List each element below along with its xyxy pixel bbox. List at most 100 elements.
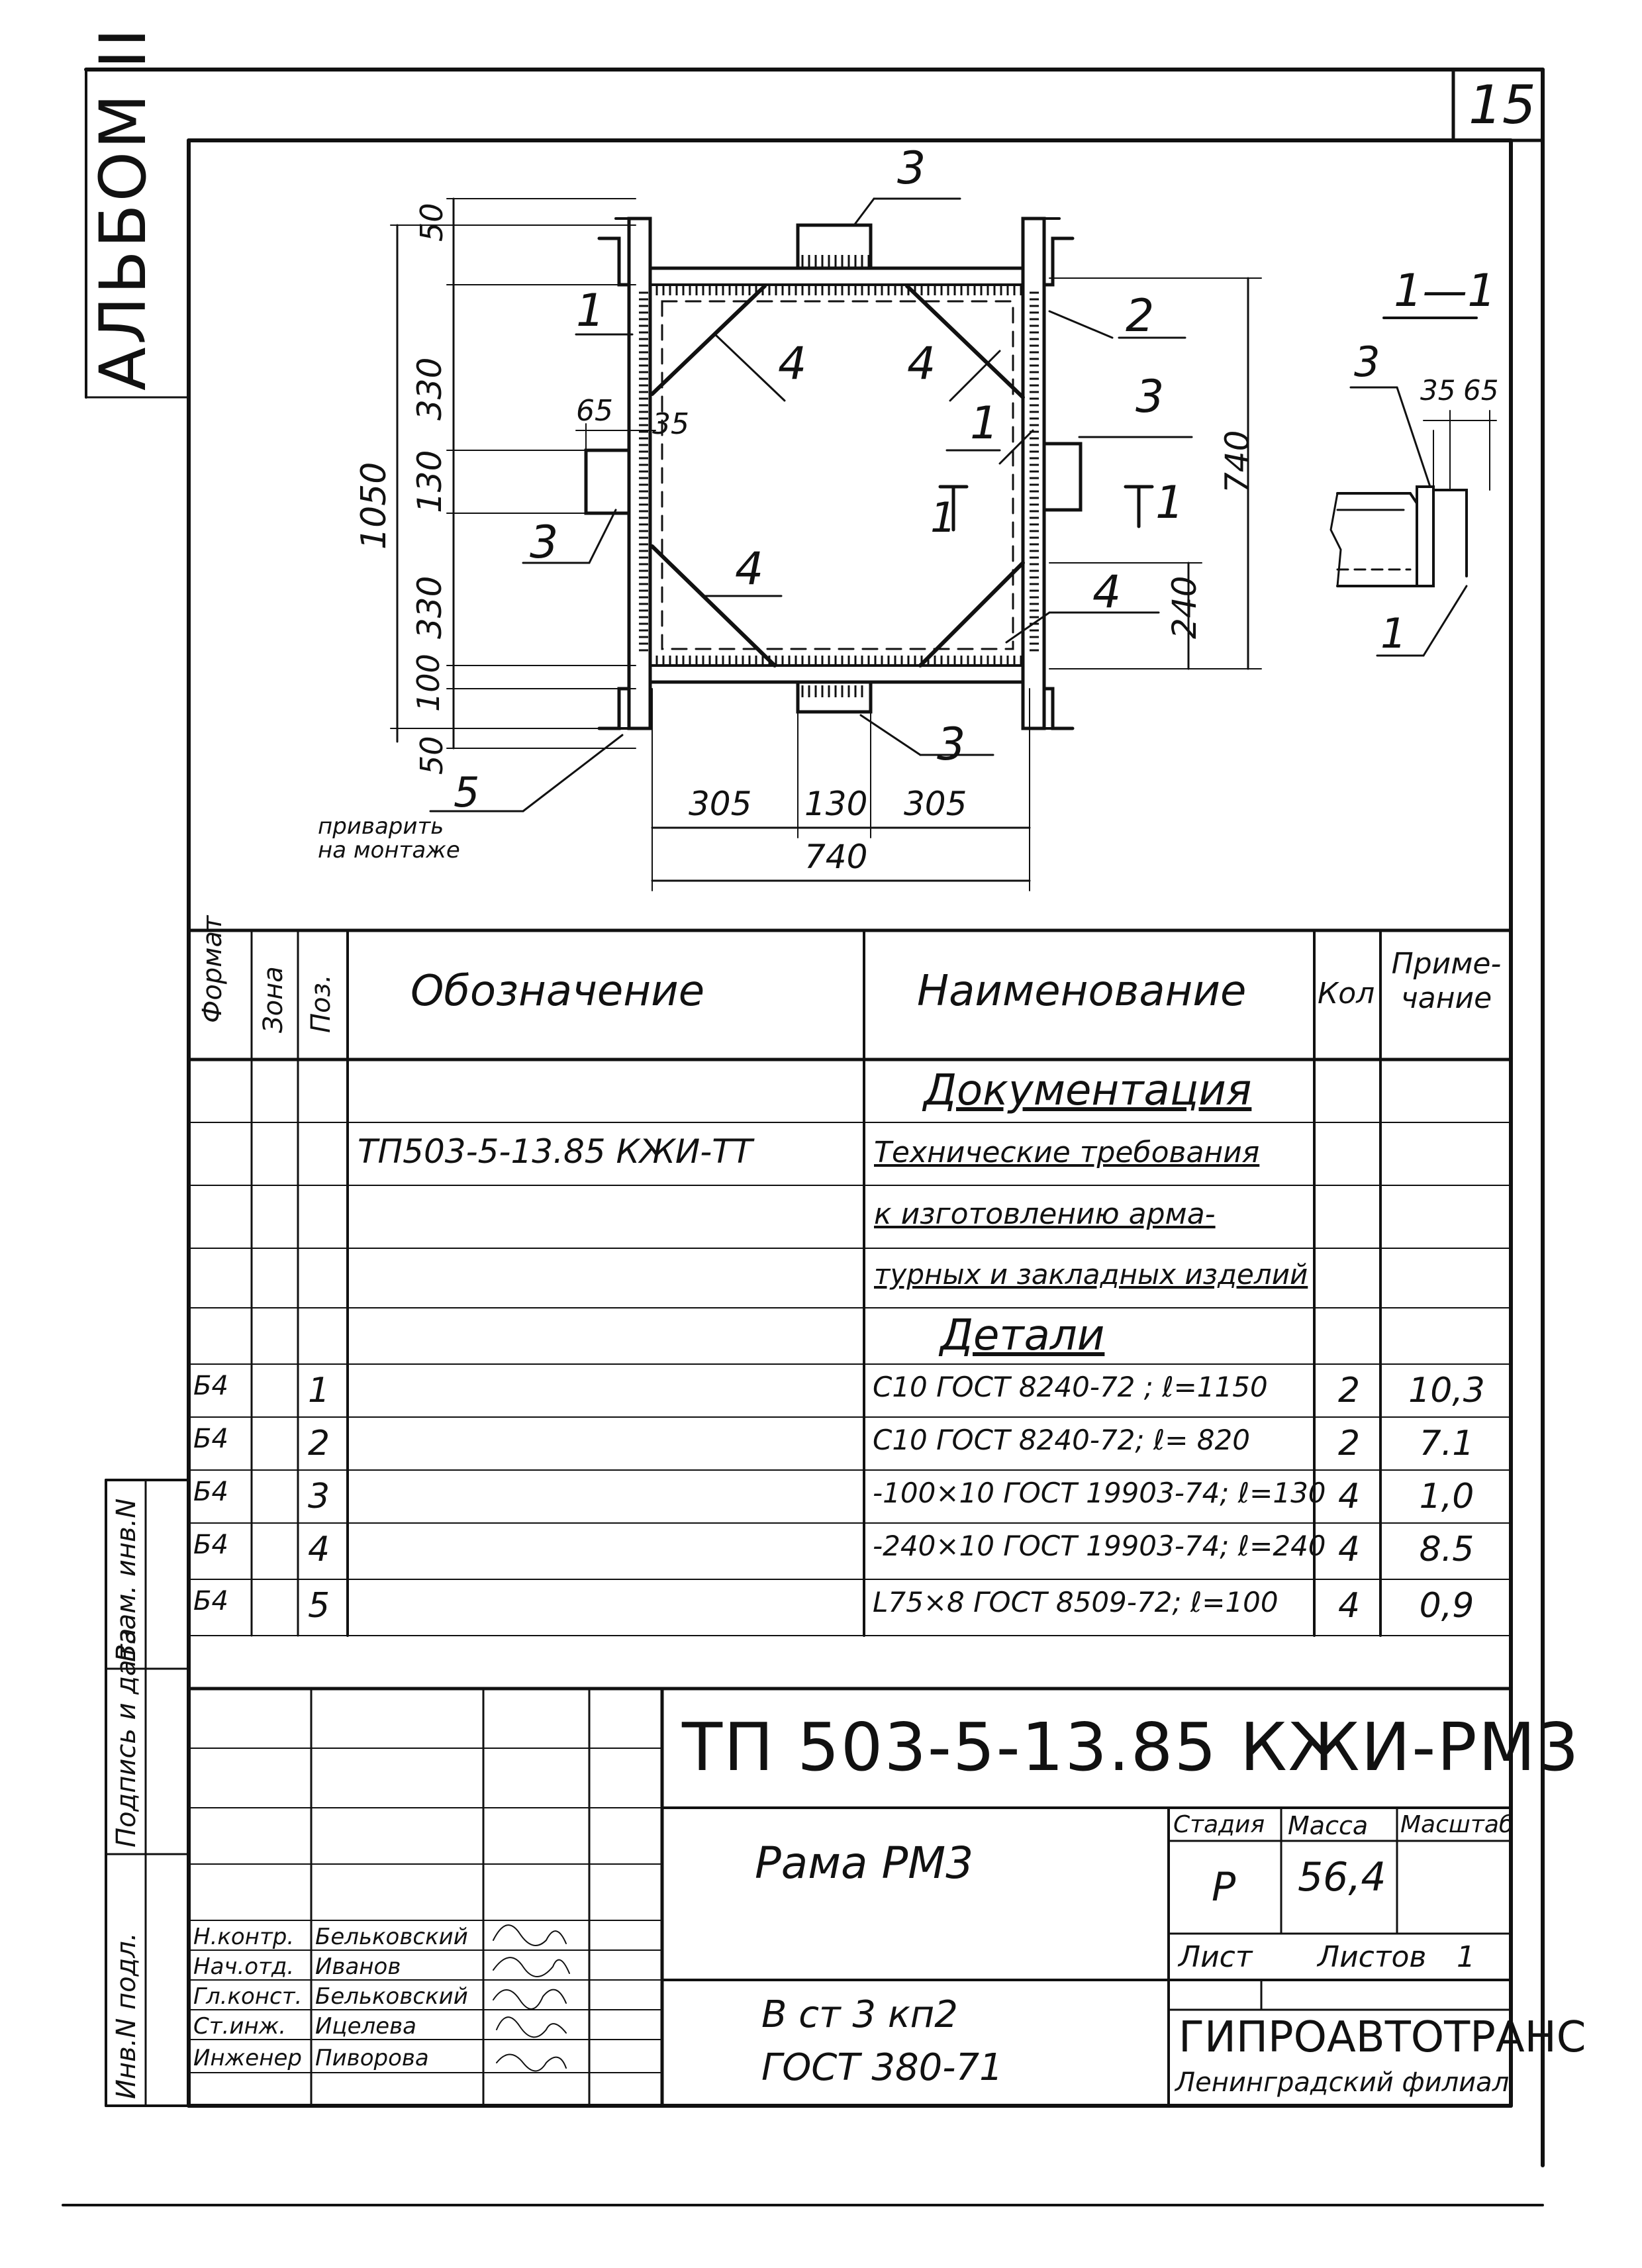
pos-1-left: 1: [576, 285, 605, 337]
part-format: Б4: [193, 1586, 228, 1616]
part-quantity: 4: [1337, 1530, 1361, 1569]
material-line-1: В ст 3 кп2: [761, 1993, 958, 2036]
dim-130: 130: [410, 450, 449, 513]
organization-branch: Ленинградский филиал: [1175, 2067, 1510, 2098]
col-qty-header: Кол: [1318, 977, 1375, 1011]
col-name-header: Наименование: [917, 967, 1247, 1016]
dim-740-horizontal: 740: [804, 838, 868, 876]
section-pos-3: 3: [1354, 338, 1380, 386]
dim-330-b: 330: [410, 575, 449, 639]
signature-name: Бельковский: [315, 1924, 468, 1950]
pos-3-right: 3: [1135, 371, 1165, 423]
part-position: 4: [308, 1530, 330, 1569]
material-line-2: ГОСТ 380-71: [761, 2046, 1003, 2089]
part-quantity: 2: [1337, 1371, 1361, 1410]
part-format: Б4: [193, 1477, 228, 1507]
dim-305-a: 305: [689, 785, 752, 823]
weld-note: приварить на монтаже: [318, 813, 460, 863]
scale-header: Масштаб: [1400, 1811, 1514, 1838]
section-mark-right: 1: [1155, 477, 1184, 529]
album-label: АЛЬБОМ II: [86, 25, 160, 391]
section-dim-65: 65: [1463, 374, 1499, 407]
pos-4-b: 4: [907, 338, 936, 390]
part-position: 2: [308, 1424, 330, 1463]
dim-100: 100: [410, 654, 446, 712]
sheet-label: Лист: [1179, 1940, 1253, 1974]
signature-name: Пиворова: [315, 2045, 429, 2071]
part-note: 0,9: [1419, 1586, 1474, 1626]
part-quantity: 4: [1337, 1477, 1361, 1516]
col-designation-header: Обозначение: [410, 967, 705, 1016]
dim-65: 65: [576, 394, 613, 428]
part-name: -240×10 ГОСТ 19903-74; ℓ=240: [873, 1530, 1326, 1562]
signature-name: Иванов: [315, 1953, 401, 1980]
col-note-header: Приме-чание: [1391, 947, 1502, 1015]
part-name: С10 ГОСТ 8240-72; ℓ= 820: [873, 1424, 1250, 1456]
dim-35: 35: [652, 407, 689, 441]
pos-3-bottom: 3: [937, 718, 966, 771]
section-mark-left: 1: [930, 493, 957, 542]
col-zone-header: Зона: [258, 966, 289, 1033]
pos-3-left: 3: [530, 517, 559, 569]
mass-header: Масса: [1288, 1811, 1369, 1840]
signature-role: Нач.отд.: [193, 1953, 295, 1980]
pos-4-a: 4: [778, 338, 807, 390]
pos-4-c: 4: [735, 543, 764, 595]
part-note: 8.5: [1419, 1530, 1474, 1569]
pos-2: 2: [1126, 290, 1155, 342]
signature-name: Бельковский: [315, 1983, 468, 2010]
col-format-header: Формат: [197, 915, 228, 1023]
part-name: L75×8 ГОСТ 8509-72; ℓ=100: [873, 1586, 1279, 1618]
document-code: ТП 503-5-13.85 КЖИ-РМ3: [682, 1708, 1580, 1786]
section-title: 1—1: [1394, 265, 1496, 317]
pos-4-d: 4: [1092, 566, 1122, 618]
part-note: 10,3: [1408, 1371, 1485, 1410]
dim-740-vertical: 740: [1218, 430, 1257, 493]
doc-line-2: к изготовлению арма-: [874, 1197, 1216, 1231]
dim-50-top: 50: [414, 203, 450, 242]
sheet-number: 15: [1469, 74, 1536, 136]
dim-305-b: 305: [904, 785, 967, 823]
part-position: 1: [308, 1371, 330, 1410]
section-pos-1: 1: [1380, 609, 1407, 658]
dim-330-a: 330: [410, 357, 449, 420]
col-pos-header: Поз.: [306, 974, 336, 1033]
part-note: 7.1: [1419, 1424, 1474, 1463]
stamp-inv-podl: Инв.N подл.: [111, 1932, 142, 2099]
sheets-count: 1: [1457, 1940, 1475, 1974]
part-format: Б4: [193, 1530, 228, 1560]
signature-role: Ст.инж.: [193, 2013, 287, 2040]
pos-3-top: 3: [897, 142, 926, 195]
signature-name: Ицелева: [315, 2013, 417, 2040]
stage-value: Р: [1212, 1864, 1236, 1910]
part-position: 5: [308, 1586, 330, 1626]
pos-5: 5: [454, 768, 480, 816]
document-title: Рама РМ3: [755, 1838, 974, 1889]
pos-1-mid: 1: [970, 397, 999, 450]
dim-240: 240: [1165, 575, 1204, 639]
section-parts: Детали: [940, 1311, 1105, 1360]
dim-130-h: 130: [804, 785, 868, 823]
signature-role: Инженер: [193, 2045, 302, 2071]
part-name: С10 ГОСТ 8240-72 ; ℓ=1150: [873, 1371, 1268, 1403]
dim-50-bot: 50: [414, 736, 450, 775]
stamp-vzam: Взам. инв.N: [111, 1498, 142, 1662]
doc-designation: ТП503-5-13.85 КЖИ-ТТ: [358, 1132, 753, 1171]
mass-value: 56,4: [1298, 1854, 1386, 1900]
dim-1050: 1050: [354, 462, 394, 550]
part-quantity: 2: [1337, 1424, 1361, 1463]
section-documentation: Документация: [924, 1066, 1252, 1115]
part-format: Б4: [193, 1424, 228, 1454]
part-position: 3: [308, 1477, 330, 1516]
part-quantity: 4: [1337, 1586, 1361, 1626]
part-note: 1,0: [1419, 1477, 1474, 1516]
sheets-label: Листов: [1318, 1940, 1427, 1974]
stage-header: Стадия: [1173, 1811, 1265, 1838]
signature-role: Н.контр.: [193, 1924, 295, 1950]
doc-line-1: Технические требования: [874, 1136, 1260, 1169]
organization: ГИПРОАВТОТРАНС: [1179, 2013, 1586, 2062]
part-format: Б4: [193, 1371, 228, 1401]
signature-role: Гл.конст.: [193, 1983, 303, 2010]
